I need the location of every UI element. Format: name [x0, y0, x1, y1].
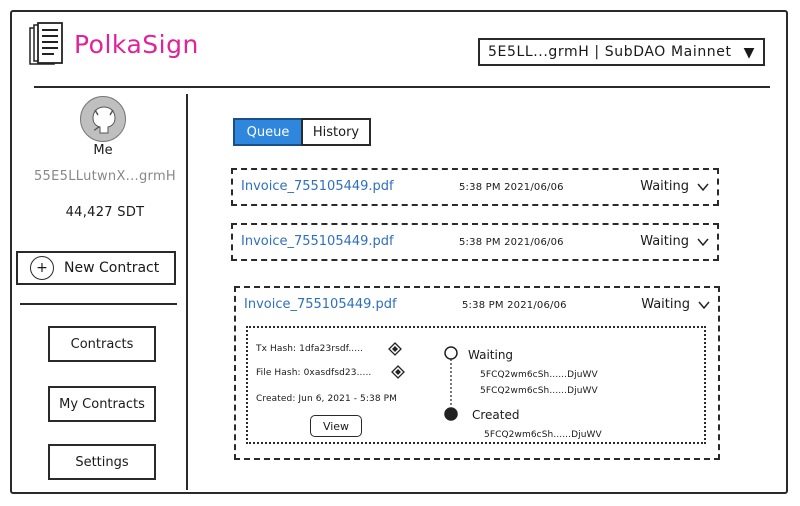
app-window [10, 10, 788, 494]
copy-icon[interactable] [388, 342, 402, 356]
sidebar-section-divider [20, 303, 177, 305]
tx-hash: Tx Hash: 1dfa23rsdf..... [256, 344, 364, 354]
brand-name: PolkaSign [74, 30, 199, 59]
sidebar-item-label: Contracts [70, 336, 134, 352]
network-select-label: 5E5LL...grmH | SubDAO Mainnet [488, 44, 732, 60]
view-button[interactable]: View [310, 415, 362, 437]
contract-row[interactable]: Invoice_755105449.pdf 5:38 PM 2021/06/06… [231, 223, 719, 261]
chevron-down-icon[interactable] [697, 181, 709, 193]
contract-file-link[interactable]: Invoice_755105449.pdf [244, 297, 397, 312]
chevron-down-icon[interactable] [697, 236, 709, 248]
status-timeline [444, 346, 458, 421]
caret-down-icon: ▼ [743, 45, 755, 61]
document-stack-icon [28, 22, 64, 68]
network-select[interactable]: 5E5LL...grmH | SubDAO Mainnet ▼ [478, 38, 765, 66]
tab-history[interactable]: History [301, 118, 371, 146]
contract-timestamp: 5:38 PM 2021/06/06 [459, 237, 564, 248]
timeline-waiting-label: Waiting [468, 348, 514, 362]
contract-status: Waiting [641, 297, 690, 312]
timeline-created-label: Created [472, 408, 520, 422]
new-contract-label: New Contract [64, 260, 160, 276]
plus-icon: + [30, 256, 54, 280]
sidebar-item-contracts[interactable]: Contracts [48, 326, 156, 362]
contract-row[interactable]: Invoice_755105449.pdf 5:38 PM 2021/06/06… [231, 168, 719, 206]
tab-label: Queue [246, 124, 290, 140]
view-button-label: View [322, 419, 350, 433]
timeline-address: 5FCQ2wm6cSh......DjuWV [480, 386, 598, 396]
created-date: Created: Jun 6, 2021 - 5:38 PM [256, 394, 398, 404]
timeline-address: 5FCQ2wm6cSh......DjuWV [480, 370, 598, 380]
sidebar-divider [186, 94, 188, 490]
contract-file-link[interactable]: Invoice_755105449.pdf [241, 234, 394, 249]
new-contract-button[interactable]: + New Contract [16, 251, 176, 285]
chevron-down-icon[interactable] [698, 299, 710, 311]
contract-row-expanded[interactable]: Invoice_755105449.pdf 5:38 PM 2021/06/06… [234, 286, 720, 460]
header-divider [34, 86, 770, 88]
user-name: Me [93, 143, 113, 158]
contract-timestamp: 5:38 PM 2021/06/06 [459, 182, 564, 193]
avatar [80, 96, 126, 142]
contract-status: Waiting [640, 234, 689, 249]
contract-timestamp: 5:38 PM 2021/06/06 [462, 300, 567, 311]
wallet-balance: 44,427 SDT [65, 205, 145, 220]
timeline-address: 5FCQ2wm6cSh......DjuWV [484, 430, 602, 440]
github-octocat-icon [92, 106, 116, 134]
contract-status: Waiting [640, 179, 689, 194]
contract-detail-panel: Tx Hash: 1dfa23rsdf..... File Hash: 0xas… [246, 326, 706, 444]
contract-file-link[interactable]: Invoice_755105449.pdf [241, 179, 394, 194]
sidebar-item-label: Settings [75, 454, 129, 470]
tab-queue[interactable]: Queue [233, 118, 303, 146]
tab-label: History [312, 124, 360, 140]
sidebar-item-label: My Contracts [59, 396, 145, 412]
file-hash: File Hash: 0xasdfsd23..... [256, 368, 372, 378]
wallet-address: 55E5LLutwnX...grmH [33, 169, 176, 184]
copy-icon[interactable] [391, 365, 405, 379]
sidebar-item-settings[interactable]: Settings [48, 444, 156, 480]
sidebar-item-my-contracts[interactable]: My Contracts [48, 386, 156, 422]
